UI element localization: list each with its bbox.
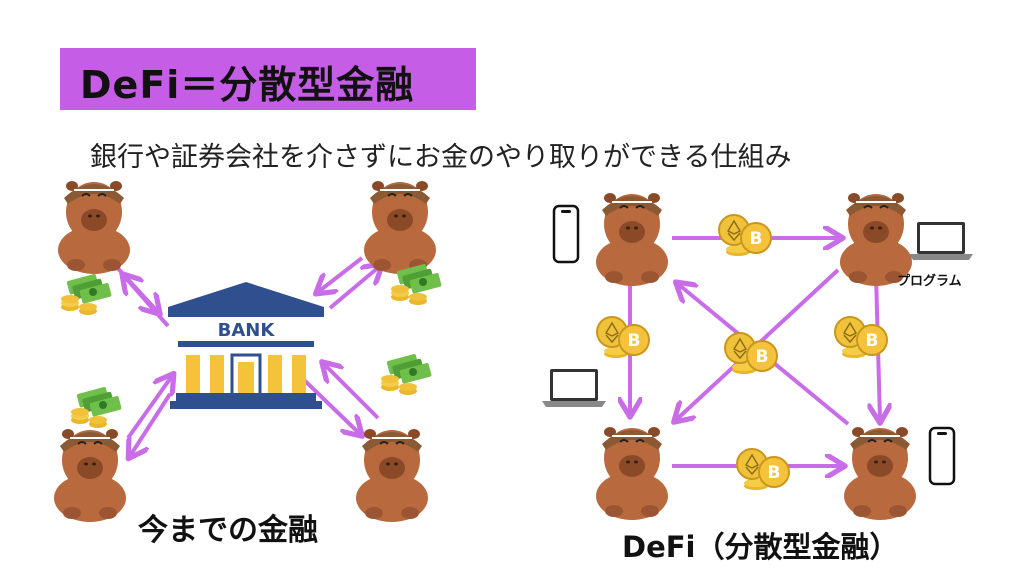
title-banner: [60, 48, 476, 110]
bank-icon: BANK: [168, 282, 324, 409]
defi-diagram: [542, 192, 973, 521]
crypto-coins-icon: [725, 333, 777, 374]
capybara-icon: [363, 180, 437, 275]
page-title: DeFi＝分散型金融: [80, 63, 415, 107]
page-subtitle: 銀行や証券会社を介さずにお金のやり取りができる仕組み: [90, 142, 792, 173]
capybara-icon: [57, 180, 131, 275]
smartphone-icon: [552, 204, 580, 264]
crypto-coins-icon: [737, 449, 789, 490]
capybara-icon: [355, 428, 429, 523]
capybara-icon: [843, 426, 917, 521]
traditional-arrows: [110, 256, 380, 456]
crypto-coins-icon: [719, 215, 771, 256]
laptop-icon: [909, 222, 973, 260]
traditional-finance-caption: 今までの金融: [138, 513, 318, 548]
capybara-icon: [595, 192, 669, 287]
defi-caption: DeFi（分散型金融）: [622, 530, 899, 564]
money-icon: [381, 353, 432, 395]
smartphone-icon: [928, 426, 956, 486]
money-icon: [61, 273, 112, 315]
program-label: プログラム: [897, 274, 962, 289]
capybara-icon: [53, 428, 127, 523]
capybara-icon: [595, 426, 669, 521]
traditional-finance-diagram: BANK: [53, 180, 442, 523]
bank-label: BANK: [218, 320, 276, 341]
laptop-icon: [542, 369, 606, 407]
crypto-coins-icon: [597, 317, 649, 358]
money-icon: [71, 386, 122, 428]
